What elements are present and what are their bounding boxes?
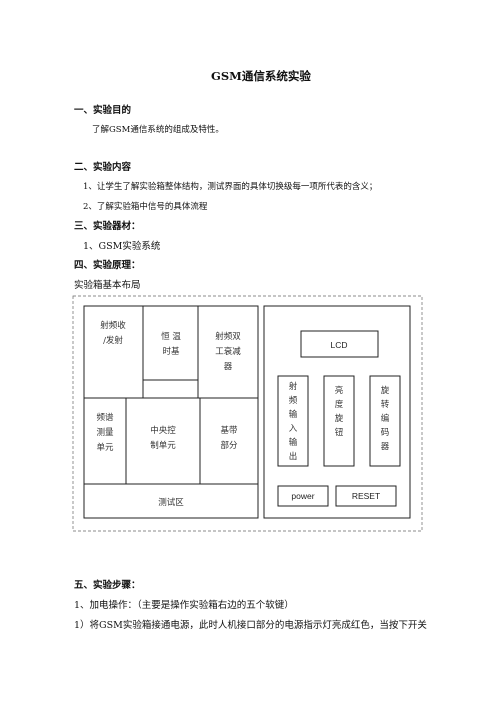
section-3-heading: 三、实验器材：	[74, 221, 141, 232]
spectrum-block	[83, 397, 127, 485]
section-4-line-1: 实验箱基本布局	[74, 280, 141, 291]
lcd-label: LCD	[330, 340, 347, 350]
attenuator-label-3: 器	[224, 362, 233, 372]
rf-io-char-6: 出	[289, 451, 298, 462]
section-5-heading: 五、实验步骤：	[74, 580, 141, 591]
section-4-heading: 四、实验原理：	[74, 260, 141, 271]
brightness-char-1: 亮	[335, 385, 344, 396]
section-5-line-2: 1）将GSM实验箱接通电源，此时人机接口部分的电源指示灯亮成红色，当按下开关	[74, 620, 427, 631]
encoder-char-5: 器	[381, 442, 390, 452]
diagram-outer-border	[72, 295, 423, 532]
spectrum-label-3: 单元	[96, 442, 114, 453]
lcd-box	[300, 330, 379, 358]
reset-label: RESET	[352, 491, 380, 501]
baseband-block	[199, 397, 259, 485]
reset-button-box	[335, 485, 397, 507]
section-2-heading: 二、实验内容	[74, 162, 132, 173]
rf-io-box	[277, 375, 309, 467]
baseband-label-1: 基带	[220, 425, 238, 436]
rf-attenuator-block	[197, 305, 259, 399]
attenuator-label-2: 工衰减	[215, 346, 241, 357]
encoder-char-1: 旋	[381, 385, 390, 396]
section-1-line-1: 了解GSM通信系统的组成及特性。	[92, 125, 224, 135]
section-2-line-1: 1、让学生了解实验箱整体结构，测试界面的具体切换级每一项所代表的含义；	[83, 182, 378, 192]
encoder-char-2: 转	[381, 399, 390, 410]
cpu-label-2: 制单元	[150, 440, 176, 451]
rf-io-char-4: 入	[289, 424, 298, 434]
oscillator-label-1: 恒 温	[161, 331, 181, 342]
encoder-box	[369, 375, 401, 467]
spectrum-label-1: 频谱	[96, 412, 114, 423]
encoder-char-4: 码	[381, 428, 390, 438]
power-button-box	[277, 485, 329, 507]
encoder-char-3: 编	[381, 413, 390, 424]
brightness-char-4: 钮	[335, 427, 344, 438]
attenuator-label-1: 射频双	[215, 331, 241, 342]
oscillator-block	[142, 305, 199, 381]
oscillator-label-2: 时基	[162, 346, 180, 357]
brightness-knob-box	[323, 375, 355, 467]
baseband-label-2: 部分	[220, 440, 238, 451]
section-1-heading: 一、实验目的	[74, 105, 132, 116]
section-2-line-2: 2、了解实验箱中信号的具体流程	[83, 202, 208, 212]
rf-transceiver-label-2: /发射	[103, 335, 123, 346]
rf-transceiver-label-1: 射频收	[100, 320, 126, 331]
rf-io-char-2: 频	[289, 395, 298, 406]
brightness-char-3: 旋	[335, 413, 344, 424]
layout-diagram-svg: 射频收 /发射 恒 温 时基 射频双 工衰减 器 频谱 测量 单元 中央控 制单…	[72, 295, 423, 532]
test-area-label: 测试区	[158, 497, 184, 508]
rf-io-char-5: 输	[289, 437, 298, 448]
cpu-label-1: 中央控	[150, 425, 176, 436]
page-title: GSM通信系统实验	[211, 69, 311, 83]
spectrum-label-2: 测量	[96, 428, 114, 438]
section-3-line-1: 1、GSM实验系统	[83, 241, 161, 252]
brightness-char-2: 度	[335, 399, 344, 410]
layout-diagram: 射频收 /发射 恒 温 时基 射频双 工衰减 器 频谱 测量 单元 中央控 制单…	[72, 295, 423, 617]
section-5-line-1: 1、加电操作：（主要是操作实验箱右边的五个软键）	[74, 600, 294, 611]
rf-io-char-1: 射	[289, 381, 298, 392]
rf-transceiver-block	[83, 305, 144, 399]
rf-io-char-3: 输	[289, 409, 298, 420]
power-label: power	[291, 491, 314, 501]
test-area-block	[83, 483, 259, 519]
